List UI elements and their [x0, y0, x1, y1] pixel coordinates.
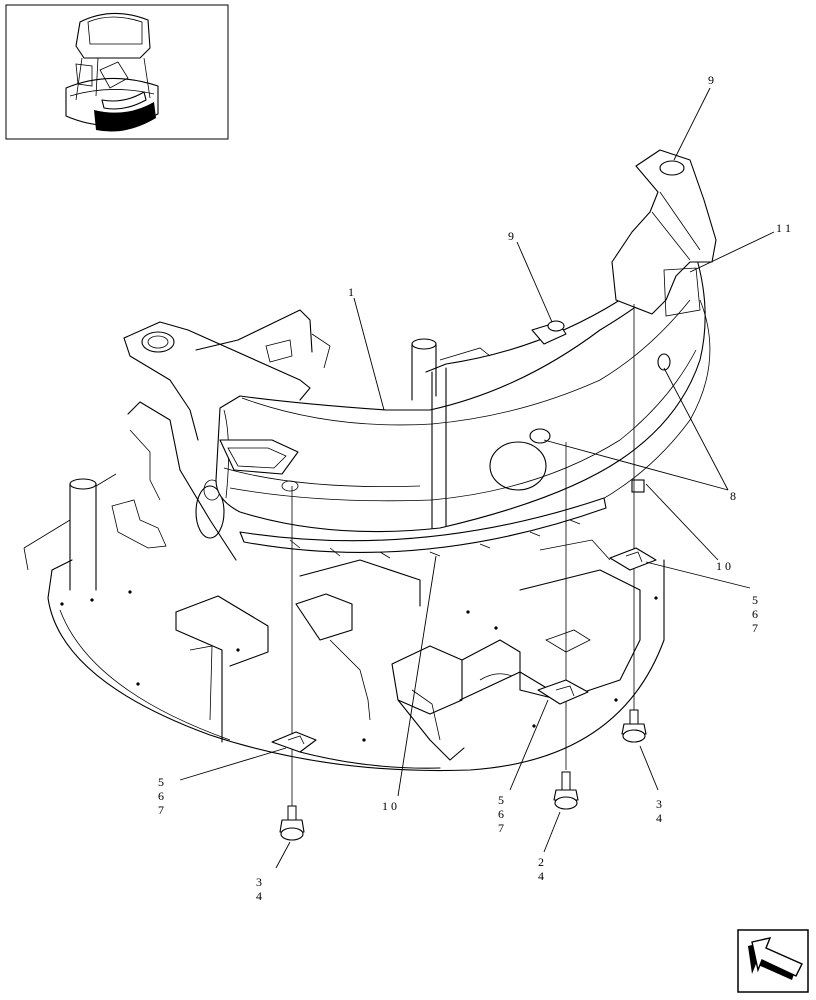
callouts: 1 9 9 1 1 8 1 0 5 6 7 5 6 7 5 6 7 1 0 3 … — [158, 73, 791, 903]
mount-pads — [271, 547, 657, 753]
callout-567-right: 5 6 7 — [752, 593, 761, 635]
counterweight — [215, 149, 717, 533]
upper-frame — [23, 309, 665, 772]
callout-9-center: 9 — [508, 229, 514, 243]
leader-lines — [179, 87, 775, 869]
next-page-arrow-icon[interactable] — [737, 929, 809, 993]
bolt-center — [553, 442, 579, 810]
callout-34-right: 3 4 — [656, 797, 665, 825]
callout-567-center: 5 6 7 — [498, 793, 507, 835]
callout-9-top: 9 — [708, 73, 714, 87]
callout-1: 1 — [348, 285, 354, 299]
bolt-left — [279, 486, 305, 841]
bolt-right — [621, 304, 647, 743]
callout-24: 2 4 — [538, 855, 547, 883]
callout-34-left: 3 4 — [256, 875, 265, 903]
callout-10-right: 1 0 — [716, 559, 731, 573]
callout-10-bottom: 1 0 — [382, 799, 397, 813]
machine-locator-thumbnail — [5, 4, 229, 140]
spacer-bars — [239, 479, 645, 559]
callout-567-left: 5 6 7 — [158, 775, 167, 817]
callout-8: 8 — [730, 489, 736, 503]
callout-11: 1 1 — [776, 221, 791, 235]
